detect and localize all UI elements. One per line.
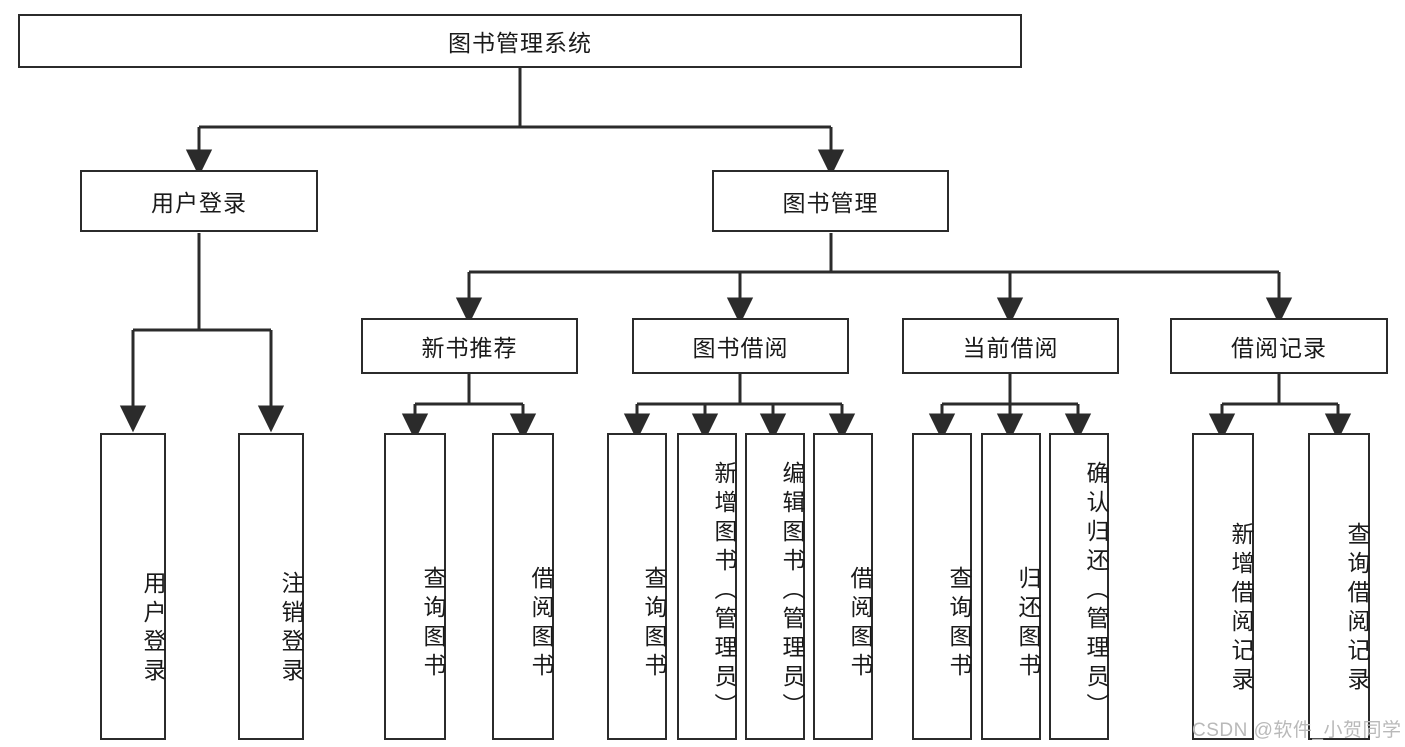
leaf-logout-label: 注销登录	[278, 571, 304, 687]
leaf-return-book[interactable]: 归还图书	[981, 433, 1041, 740]
leaf-query-book-1[interactable]: 查询图书	[384, 433, 446, 740]
leaf-borrow-book-1[interactable]: 借阅图书	[492, 433, 554, 740]
node-borrow-record[interactable]: 借阅记录	[1170, 318, 1388, 374]
leaf-confirm-return[interactable]: 确认归还（管理员）	[1049, 433, 1109, 740]
leaf-query-record-label: 查询借阅记录	[1344, 522, 1370, 696]
leaf-add-record-label: 新增借阅记录	[1228, 522, 1254, 696]
leaf-borrow-book-1-label: 借阅图书	[528, 566, 554, 682]
node-user-login-label: 用户登录	[151, 190, 247, 216]
leaf-query-book-2-label: 查询图书	[641, 566, 667, 682]
leaf-borrow-book-2[interactable]: 借阅图书	[813, 433, 873, 740]
leaf-query-book-3[interactable]: 查询图书	[912, 433, 972, 740]
node-root-label: 图书管理系统	[448, 30, 592, 56]
leaf-user-login-label: 用户登录	[140, 571, 166, 687]
node-book-manage[interactable]: 图书管理	[712, 170, 949, 232]
node-current-borrow-label: 当前借阅	[962, 335, 1059, 361]
csdn-watermark: CSDN @软件_小贺同学	[1192, 720, 1402, 741]
leaf-confirm-return-label: 确认归还（管理员）	[1083, 461, 1109, 722]
leaf-add-record[interactable]: 新增借阅记录	[1192, 433, 1254, 740]
leaf-query-book-1-label: 查询图书	[420, 566, 446, 682]
node-book-borrow-label: 图书借阅	[692, 335, 789, 361]
node-book-borrow[interactable]: 图书借阅	[632, 318, 849, 374]
node-root[interactable]: 图书管理系统	[18, 14, 1022, 68]
leaf-edit-book[interactable]: 编辑图书（管理员）	[745, 433, 805, 740]
leaf-logout[interactable]: 注销登录	[238, 433, 304, 740]
node-user-login[interactable]: 用户登录	[80, 170, 318, 232]
leaf-return-book-label: 归还图书	[1015, 566, 1041, 682]
leaf-edit-book-label: 编辑图书（管理员）	[779, 461, 805, 722]
leaf-borrow-book-2-label: 借阅图书	[847, 566, 873, 682]
leaf-query-book-2[interactable]: 查询图书	[607, 433, 667, 740]
leaf-add-book-label: 新增图书（管理员）	[711, 461, 737, 722]
leaf-user-login[interactable]: 用户登录	[100, 433, 166, 740]
leaf-query-book-3-label: 查询图书	[946, 566, 972, 682]
node-current-borrow[interactable]: 当前借阅	[902, 318, 1119, 374]
node-new-book-recommend-label: 新书推荐	[421, 335, 518, 361]
node-book-manage-label: 图书管理	[782, 190, 879, 216]
leaf-query-record[interactable]: 查询借阅记录	[1308, 433, 1370, 740]
node-new-book-recommend[interactable]: 新书推荐	[361, 318, 578, 374]
node-borrow-record-label: 借阅记录	[1231, 335, 1327, 361]
leaf-add-book[interactable]: 新增图书（管理员）	[677, 433, 737, 740]
